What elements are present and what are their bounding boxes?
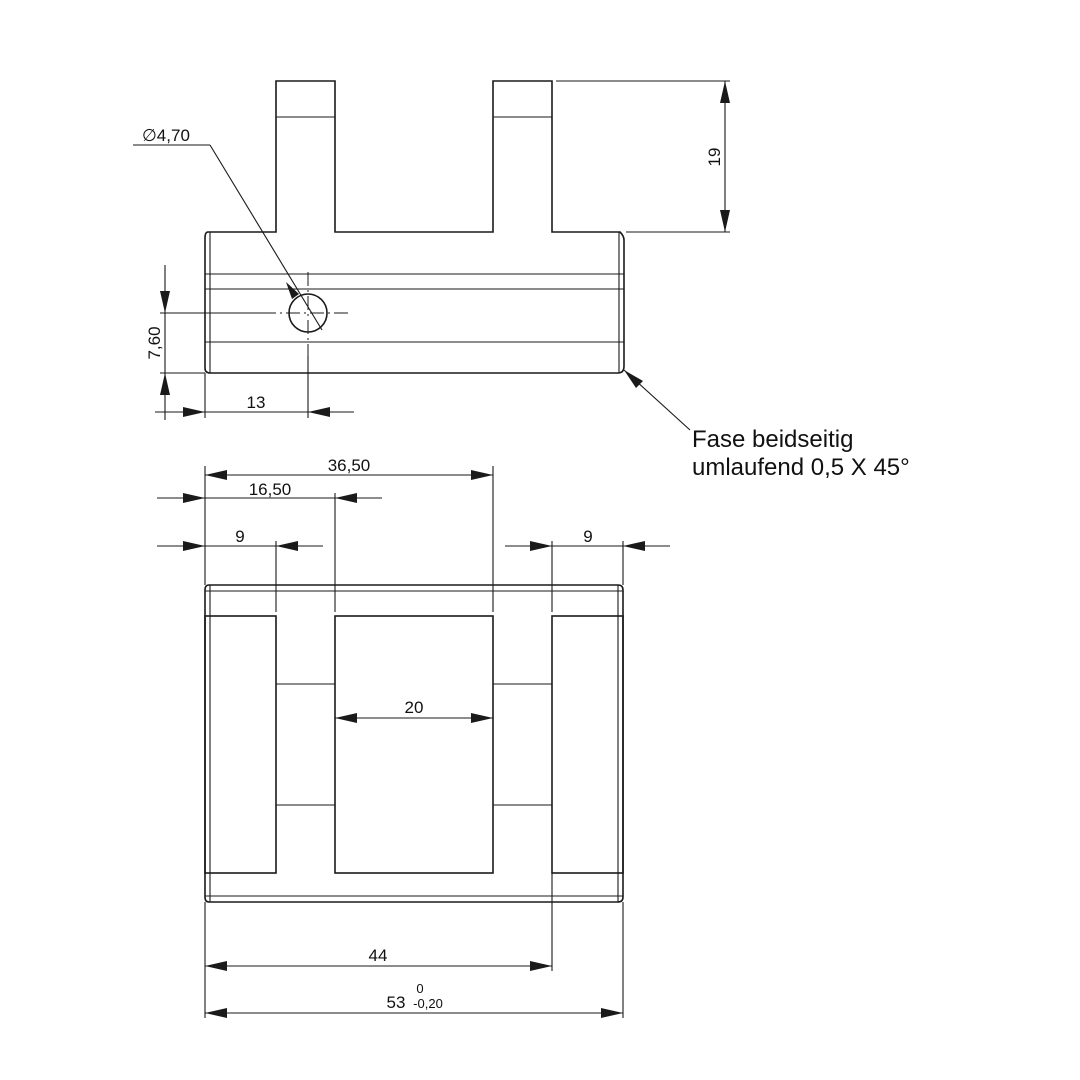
note-line-1: Fase beidseitig bbox=[692, 426, 853, 453]
center-block bbox=[334, 615, 494, 874]
dim-1650-label: 16,50 bbox=[249, 480, 292, 499]
dim-13-label: 13 bbox=[247, 393, 266, 412]
top-view: ∅4,70 19 7,60 13 bbox=[133, 80, 730, 420]
note-arrow bbox=[624, 370, 643, 388]
dim-53-lower-tolerance: -0,20 bbox=[413, 996, 443, 1011]
dim-1650-arrow-left bbox=[183, 493, 205, 503]
dim-20-arrow-right bbox=[471, 713, 493, 723]
dim-3650-arrow-left bbox=[205, 470, 227, 480]
dim-760-arrow-bottom bbox=[160, 373, 170, 395]
diameter-arrow bbox=[286, 282, 299, 299]
dim-19-arrow-bottom bbox=[720, 210, 730, 232]
dim-13-arrow-right bbox=[308, 407, 330, 417]
note-line-2: umlaufend 0,5 X 45° bbox=[692, 454, 910, 481]
dim-44-label: 44 bbox=[369, 946, 388, 965]
chamfer-note: Fase beidseitig umlaufend 0,5 X 45° bbox=[623, 369, 910, 481]
dim-3650-label: 36,50 bbox=[328, 456, 371, 475]
prong-face-right bbox=[551, 615, 624, 874]
dim-9r-label: 9 bbox=[583, 527, 592, 546]
dim-53-arrow-left bbox=[205, 1008, 227, 1018]
dim-19-arrow-top bbox=[720, 81, 730, 103]
dim-53-label: 53 bbox=[387, 993, 406, 1012]
dim-44-arrow-right bbox=[530, 961, 552, 971]
front-view: 36,50 16,50 9 9 20 44 53 bbox=[157, 456, 670, 1018]
prong-face-left bbox=[204, 615, 277, 874]
diameter-label: ∅4,70 bbox=[142, 126, 190, 145]
dim-53-arrow-right bbox=[601, 1008, 623, 1018]
dim-1650-arrow-right bbox=[335, 493, 357, 503]
dim-9l-label: 9 bbox=[235, 527, 244, 546]
dim-19-label: 19 bbox=[705, 148, 724, 167]
diameter-leader bbox=[209, 144, 323, 331]
dim-9l-arrow-right bbox=[276, 541, 298, 551]
top-view-outline bbox=[204, 80, 625, 374]
dim-53-upper-tolerance: 0 bbox=[416, 981, 423, 996]
dim-9r-arrow-left bbox=[530, 541, 552, 551]
front-view-outline bbox=[204, 584, 624, 903]
dim-9r-arrow-right bbox=[623, 541, 645, 551]
dim-13-arrow-left bbox=[183, 407, 205, 417]
dim-20-arrow-left bbox=[335, 713, 357, 723]
dim-9l-arrow-left bbox=[183, 541, 205, 551]
dim-44-arrow-left bbox=[205, 961, 227, 971]
dim-20-label: 20 bbox=[405, 698, 424, 717]
dim-760-arrow-top bbox=[160, 291, 170, 313]
dim-3650-arrow-right bbox=[471, 470, 493, 480]
dim-760-label: 7,60 bbox=[145, 326, 164, 359]
